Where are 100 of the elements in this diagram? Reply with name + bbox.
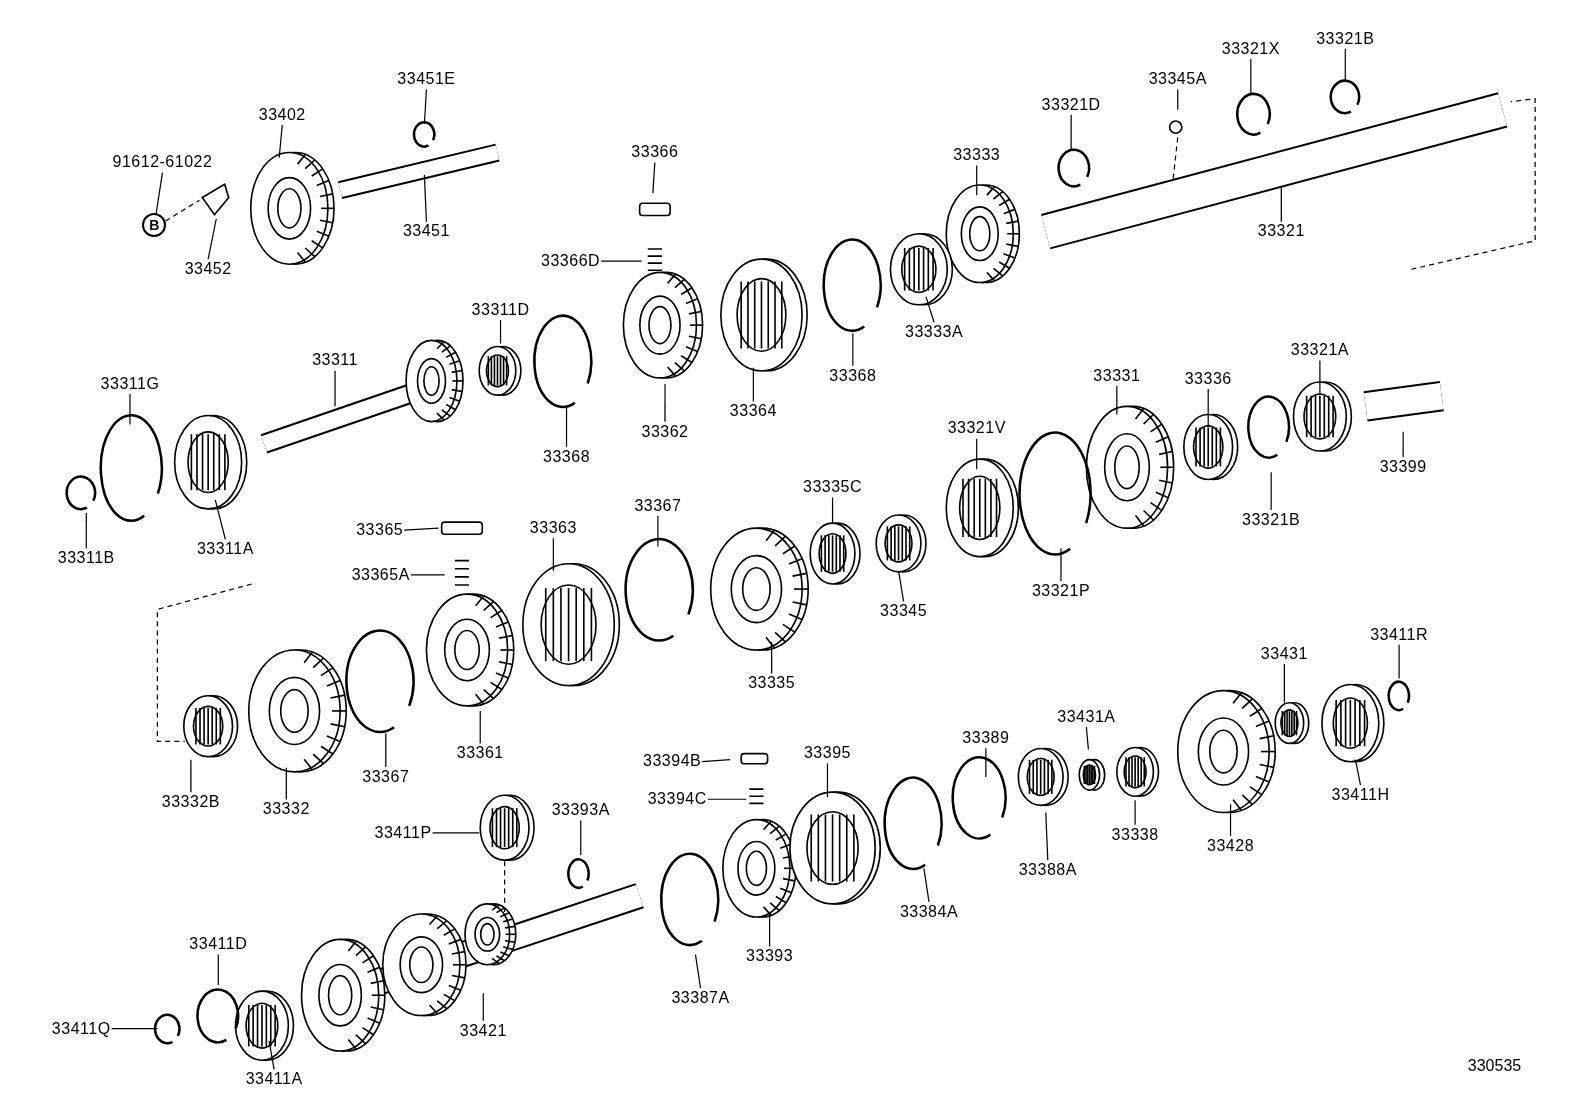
leader-line — [1045, 811, 1049, 861]
part-number: 33368 — [543, 447, 591, 466]
part-number: 33399 — [1379, 458, 1427, 477]
leader-line — [1134, 799, 1136, 826]
part-number: 33321P — [1031, 581, 1091, 600]
leader-line — [423, 88, 428, 125]
leader-line — [752, 367, 754, 402]
leader-line — [385, 732, 387, 768]
leader-line — [285, 767, 287, 800]
part-number: 33384A — [899, 902, 959, 921]
part-number: 33452 — [184, 260, 232, 279]
part-number: 33411R — [1370, 625, 1428, 644]
leader-line — [923, 867, 930, 903]
leader-line — [852, 332, 854, 367]
part-number: 33368 — [829, 366, 877, 385]
part-number: 33332 — [262, 800, 310, 819]
bolt-symbol: B — [142, 213, 167, 238]
part-number: 33336 — [1184, 369, 1232, 388]
part-number: 33333 — [953, 146, 1001, 165]
part-number: 33394B — [643, 752, 702, 771]
leader-line — [1344, 48, 1346, 83]
leader-line — [190, 759, 192, 793]
part-number: 33428 — [1207, 836, 1255, 855]
part-number: 33364 — [729, 402, 777, 421]
leader-line — [431, 832, 480, 834]
part-number: 33367 — [362, 767, 410, 786]
leader-line — [278, 124, 283, 159]
part-number: 33367 — [634, 496, 682, 515]
leader-line — [600, 260, 643, 262]
leader-line — [207, 218, 217, 260]
part-number: 33321A — [1290, 341, 1349, 360]
leader-line — [565, 405, 568, 448]
leader-line — [652, 161, 656, 194]
part-number: 33321X — [1221, 39, 1280, 58]
leader-line — [580, 819, 582, 856]
part-number: 33321B — [1316, 29, 1375, 48]
leader-line — [1280, 187, 1282, 223]
part-number: 33361 — [456, 744, 504, 763]
part-number: 33411H — [1331, 786, 1390, 804]
leader-line — [1354, 759, 1362, 786]
part-number: 33311B — [57, 549, 115, 568]
leader-line — [129, 393, 131, 426]
leader-line — [1270, 471, 1272, 511]
part-number: 33365 — [356, 521, 404, 539]
part-number: 33332B — [161, 793, 220, 812]
part-number: 33431 — [1260, 644, 1308, 663]
part-number: 33335C — [803, 478, 863, 497]
leader-line — [769, 913, 771, 948]
leader-line — [479, 710, 481, 745]
part-number: 33366 — [631, 143, 679, 162]
leader-line — [217, 953, 219, 986]
leader-line — [925, 296, 935, 323]
part-number: 33311D — [471, 300, 530, 319]
leader-line — [1207, 388, 1209, 428]
leader-line — [410, 574, 446, 576]
part-number: 33345 — [880, 602, 928, 621]
part-number: 33389 — [962, 729, 1010, 748]
leader-line — [707, 798, 747, 800]
leader-line — [1177, 88, 1179, 111]
leader-line — [1116, 385, 1118, 416]
part-number: 33321 — [1257, 222, 1305, 241]
part-number: 33387A — [671, 989, 730, 1008]
leader-line — [85, 512, 87, 550]
part-number: 33366D — [541, 251, 601, 270]
leader-line — [334, 370, 336, 407]
part-number: 33411D — [189, 935, 248, 954]
part-number: 33335 — [748, 674, 796, 693]
leader-line — [423, 174, 428, 223]
leader-line — [831, 496, 834, 524]
leader-line — [701, 759, 731, 763]
part-number: 33321D — [1041, 95, 1101, 114]
leader-line — [694, 954, 702, 989]
part-number: 33321B — [1242, 510, 1301, 529]
leader-line — [1398, 644, 1400, 680]
leader-line — [155, 172, 164, 215]
part-number: 33393 — [746, 947, 794, 966]
leader-line — [1229, 803, 1232, 837]
part-number: 33388A — [1018, 861, 1077, 880]
part-number: 33311G — [100, 374, 160, 393]
leader-line — [1250, 58, 1252, 95]
leader-line — [403, 527, 440, 531]
leader-line — [482, 992, 484, 1022]
leader-line — [657, 515, 659, 548]
part-number: 33311A — [196, 540, 254, 559]
part-number: 33362 — [641, 422, 689, 441]
part-number: 33402 — [258, 105, 306, 124]
part-number: 33411A — [245, 1070, 303, 1089]
leader-line — [1319, 359, 1321, 395]
leader-line — [1402, 431, 1404, 458]
part-number: 33333A — [905, 323, 964, 341]
part-number: 33411P — [374, 823, 432, 842]
part-number: 33451 — [402, 222, 450, 241]
leader-line — [499, 319, 502, 344]
part-number: 33363 — [529, 518, 577, 537]
part-number: 33395 — [803, 744, 851, 763]
part-number: 33338 — [1111, 825, 1159, 844]
part-number: 33421 — [459, 1021, 507, 1040]
part-number: 33451E — [397, 70, 456, 89]
leader-line — [214, 499, 226, 541]
part-number: 33345A — [1148, 70, 1207, 89]
